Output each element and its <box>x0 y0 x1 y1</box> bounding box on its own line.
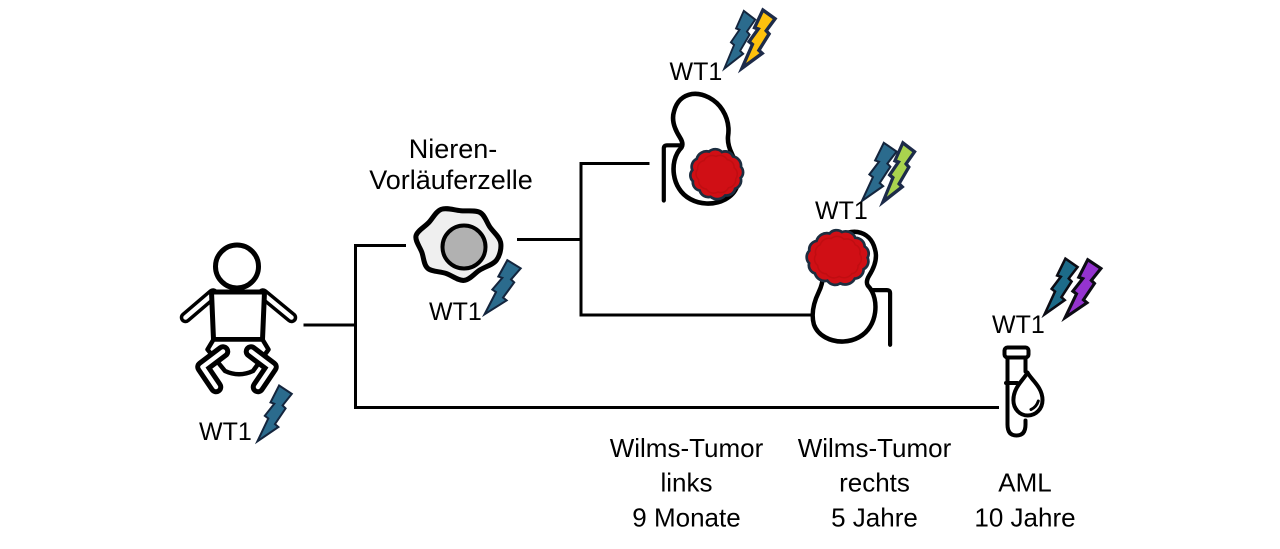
svg-text:WT1: WT1 <box>429 298 482 326</box>
svg-text:5 Jahre: 5 Jahre <box>831 502 918 532</box>
svg-text:10 Jahre: 10 Jahre <box>974 502 1075 532</box>
svg-text:Wilms-Tumor: Wilms-Tumor <box>610 433 764 463</box>
svg-text:WT1: WT1 <box>670 58 723 86</box>
svg-text:links: links <box>660 468 712 498</box>
svg-text:AML: AML <box>998 468 1051 498</box>
svg-text:WT1: WT1 <box>992 311 1045 339</box>
svg-text:Nieren-: Nieren- <box>409 134 498 164</box>
svg-text:WT1: WT1 <box>199 418 252 446</box>
svg-text:Vorläuferzelle: Vorläuferzelle <box>369 165 533 195</box>
svg-text:Wilms-Tumor: Wilms-Tumor <box>798 433 952 463</box>
svg-text:rechts: rechts <box>839 468 910 498</box>
svg-text:WT1: WT1 <box>815 197 868 225</box>
svg-text:9 Monate: 9 Monate <box>632 502 740 532</box>
